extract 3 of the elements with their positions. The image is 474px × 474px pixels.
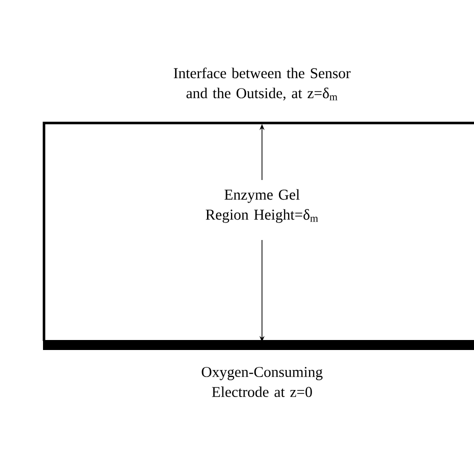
gel-region-box: Enzyme Gel Region Height=δ$_{m}$ [42, 122, 474, 341]
caption-text: Interface between the Sensor and the Outside, at z=δ$_{m}$ [174, 68, 351, 100]
caption-text: Oxygen-Consuming Electrode at z=0 [202, 366, 323, 398]
